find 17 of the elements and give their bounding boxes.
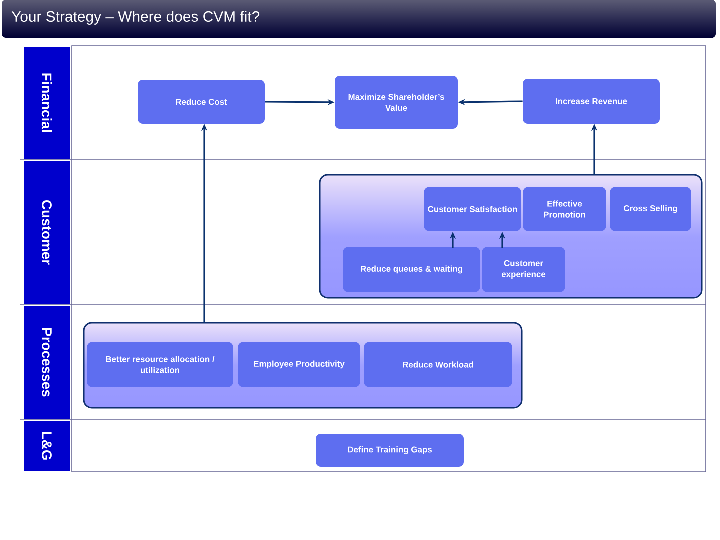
lane-tab: Customer xyxy=(24,161,70,304)
process-box: Reduce queues & waiting xyxy=(343,247,480,292)
process-box: Better resource allocation / utilization xyxy=(87,342,234,388)
process-box: Cross Selling xyxy=(610,187,692,232)
lane-tab: Processes xyxy=(24,306,70,419)
process-box: Define Training Gaps xyxy=(316,434,464,467)
process-box: Reduce Cost xyxy=(138,80,265,124)
process-box: Employee Productivity xyxy=(238,342,360,388)
lane-tab: Financial xyxy=(24,47,70,159)
process-box: Maximize Shareholder’s Value xyxy=(335,76,458,129)
process-box: Reduce Workload xyxy=(364,342,512,388)
process-box: Effective Promotion xyxy=(523,187,606,232)
title: Your Strategy – Where does CVM fit? xyxy=(12,11,260,25)
process-box: Increase Revenue xyxy=(523,79,660,124)
lane-tab: L&G xyxy=(24,421,70,471)
process-box: Customer Satisfaction xyxy=(424,187,522,232)
process-box: Customer experience xyxy=(482,247,566,292)
